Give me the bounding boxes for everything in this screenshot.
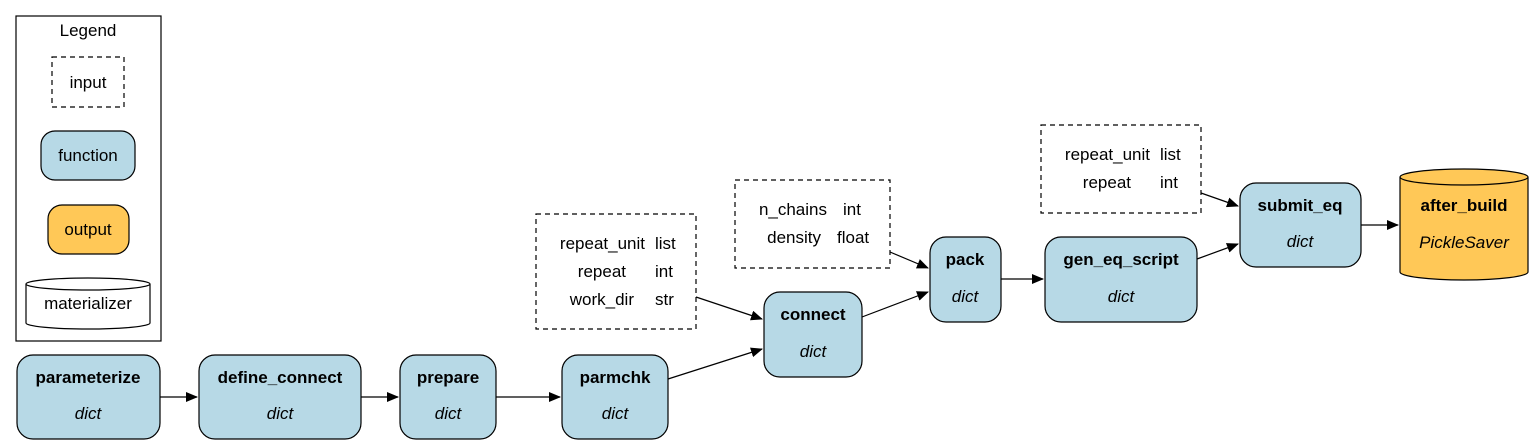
input-pack-type-0: int xyxy=(843,200,861,219)
node-after_build-type: PickleSaver xyxy=(1419,233,1510,252)
node-after_build-name: after_build xyxy=(1421,196,1508,215)
legend-output-shape xyxy=(47,204,130,255)
legend-materializer-shape xyxy=(25,277,151,330)
legend-input-label: input xyxy=(70,73,107,92)
node-submit_eq-name: submit_eq xyxy=(1257,196,1342,215)
edge-submit-inputs-submit_eq xyxy=(1200,192,1239,208)
node-parameterize-name: parameterize xyxy=(36,368,141,387)
input-connect-name-1: repeat xyxy=(578,262,626,281)
node-define_connect-type: dict xyxy=(267,404,295,423)
input-submit-type-0: list xyxy=(1160,145,1181,164)
node-pack-type: dict xyxy=(952,287,980,306)
node-connect: connect dict xyxy=(763,291,863,378)
legend: Legend input function output materialize… xyxy=(15,15,162,342)
edges xyxy=(160,192,1399,402)
node-submit_eq-type: dict xyxy=(1287,232,1315,251)
node-prepare: prepare dict xyxy=(399,354,497,440)
input-pack-name-1: density xyxy=(767,228,821,247)
input-submit-name-1: repeat xyxy=(1083,173,1131,192)
edge-connect-pack xyxy=(861,291,929,318)
node-gen_eq_script-name: gen_eq_script xyxy=(1063,250,1179,269)
node-parmchk: parmchk dict xyxy=(561,354,669,440)
legend-input-shape xyxy=(51,56,125,108)
input-connect-name-0: repeat_unit xyxy=(560,234,645,253)
node-pack-name: pack xyxy=(946,250,985,269)
node-prepare-name: prepare xyxy=(417,368,479,387)
input-submit-type-1: int xyxy=(1160,173,1178,192)
node-submit_eq: submit_eq dict xyxy=(1239,182,1362,268)
legend-function-label: function xyxy=(58,146,118,165)
node-parameterize: parameterize dict xyxy=(16,354,161,440)
node-connect-type: dict xyxy=(800,342,828,361)
input-pack-name-0: n_chains xyxy=(759,200,827,219)
node-define_connect-name: define_connect xyxy=(218,368,343,387)
node-parmchk-type: dict xyxy=(602,404,630,423)
node-gen_eq_script: gen_eq_script dict xyxy=(1044,236,1198,323)
node-connect-name: connect xyxy=(780,305,846,324)
input-connect-type-0: list xyxy=(655,234,676,253)
node-define_connect: define_connect dict xyxy=(198,354,362,440)
node-gen_eq_script-type: dict xyxy=(1108,287,1136,306)
input-connect-type-2: str xyxy=(655,290,674,309)
node-prepare-type: dict xyxy=(435,404,463,423)
edge-connect-inputs-connect xyxy=(695,296,763,321)
legend-frame xyxy=(15,15,162,342)
node-pack: pack dict xyxy=(929,236,1002,323)
input-box-submit_eq: repeat_unit list repeat int xyxy=(1040,124,1202,214)
edge-pack-inputs-pack xyxy=(889,251,929,269)
input-box-pack: n_chains int density float xyxy=(734,179,891,269)
input-pack-type-1: float xyxy=(837,228,869,247)
edge-gen_eq_script-submit_eq xyxy=(1196,243,1239,260)
legend-function-shape xyxy=(40,130,136,181)
legend-title: Legend xyxy=(60,21,117,40)
node-after_build: after_build PickleSaver xyxy=(1399,168,1529,281)
legend-output-label: output xyxy=(64,220,112,239)
input-box-connect: repeat_unit list repeat int work_dir str xyxy=(535,213,697,330)
node-parameterize-type: dict xyxy=(75,404,103,423)
edge-parmchk-connect xyxy=(667,347,763,380)
input-submit-name-0: repeat_unit xyxy=(1065,145,1150,164)
input-connect-name-2: work_dir xyxy=(569,290,635,309)
input-connect-type-1: int xyxy=(655,262,673,281)
node-parmchk-name: parmchk xyxy=(580,368,651,387)
legend-materializer-label: materializer xyxy=(44,294,132,313)
